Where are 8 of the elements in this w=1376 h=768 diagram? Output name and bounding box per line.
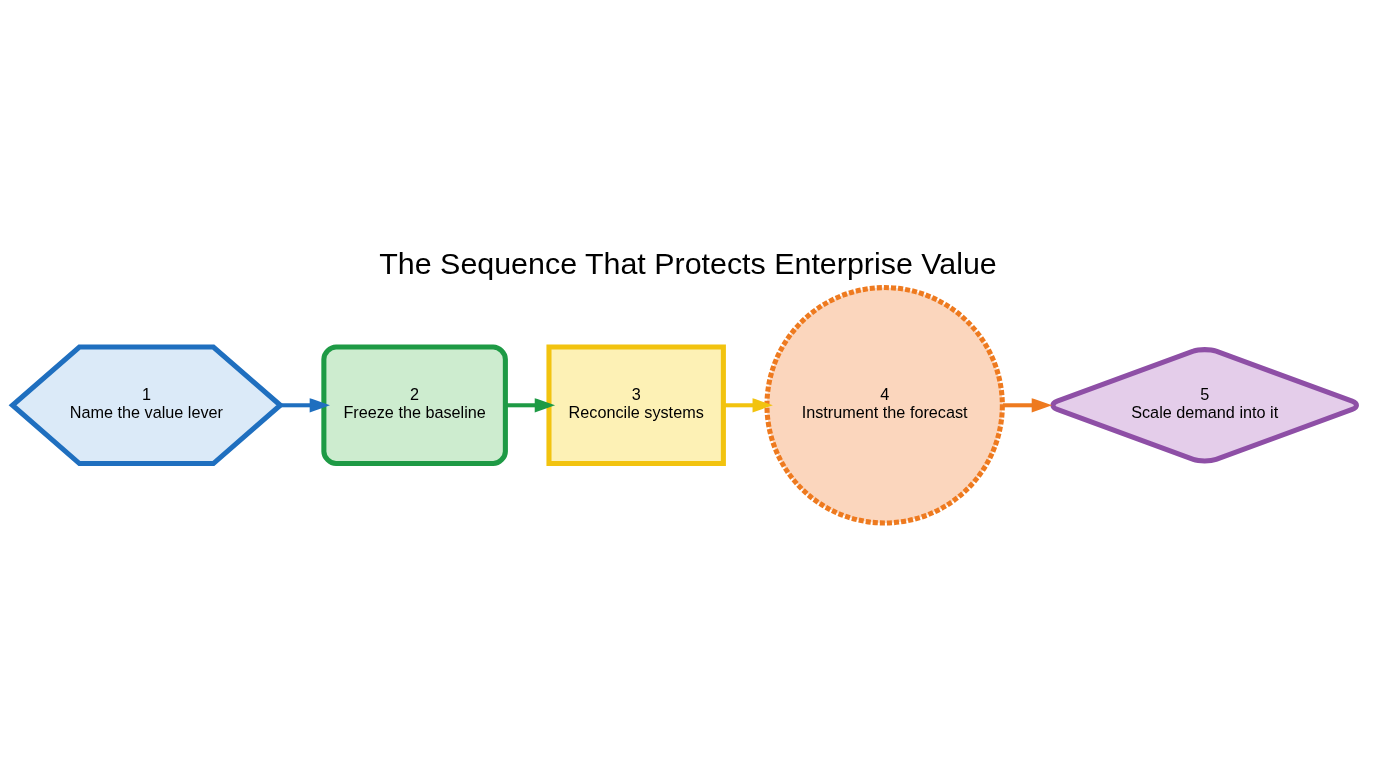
arrow xyxy=(505,397,556,412)
arrow xyxy=(723,397,773,412)
node-box: 2 Freeze the baseline xyxy=(321,343,508,466)
diagram-title: The Sequence That Protects Enterprise Value xyxy=(379,245,997,280)
node-circle: 4 Instrument the forecast xyxy=(764,284,1005,525)
arrow xyxy=(280,397,330,412)
arrow xyxy=(1002,397,1053,412)
node-box: 3 Reconcile systems xyxy=(546,343,726,466)
